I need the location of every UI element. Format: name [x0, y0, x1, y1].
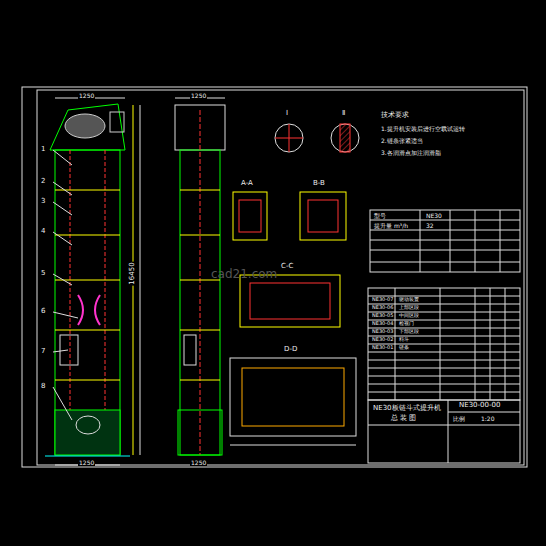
table-rule: [368, 368, 520, 369]
dimension: 1250: [190, 93, 207, 99]
part-code: NE30-04: [371, 321, 394, 326]
part-name: 链条: [398, 345, 410, 350]
part-name: 料斗: [398, 337, 410, 342]
drawing-number: NE30-00-00: [458, 402, 501, 409]
callout-number: 8: [40, 383, 46, 390]
part-code: NE30-06: [371, 305, 394, 310]
table-cell: 32: [425, 223, 435, 229]
section-title: A-A: [240, 180, 254, 187]
title-text: 总 装 图: [390, 415, 417, 422]
title-cell: 比例: [452, 416, 466, 422]
callout-number: 1: [40, 146, 46, 153]
dimension: 1250: [78, 460, 95, 466]
part-name: 上部区段: [398, 305, 420, 310]
callout-number: 2: [40, 178, 46, 185]
table-rule: [368, 352, 520, 353]
part-code: NE30-01: [371, 345, 394, 350]
detail-label: Ⅰ: [285, 110, 289, 117]
part-name: 检视门: [398, 321, 415, 326]
callout-number: 5: [40, 270, 46, 277]
note: 2.链条张紧适当: [380, 138, 424, 144]
callout-number: 4: [40, 228, 46, 235]
table-cell: NE30: [425, 213, 443, 219]
watermark: cad21.com: [210, 268, 278, 280]
part-code: NE30-03: [371, 329, 394, 334]
title-cell: 1:20: [480, 416, 495, 422]
section-title: C-C: [280, 263, 294, 270]
section-title: D-D: [283, 346, 298, 353]
note: 3.各润滑点加注润滑脂: [380, 150, 442, 156]
part-name: 下部区段: [398, 329, 420, 334]
callout-number: 7: [40, 348, 46, 355]
callout-number: 3: [40, 198, 46, 205]
dimension: 1250: [190, 460, 207, 466]
table-cell: 型号: [373, 213, 387, 219]
table-rule: [368, 392, 520, 393]
dimension: 1250: [78, 93, 95, 99]
note: 1.提升机安装后进行空载试运转: [380, 126, 466, 132]
title-text: NE30板链斗式提升机: [372, 405, 442, 412]
table-rule: [368, 376, 520, 377]
callout-number: 6: [40, 308, 46, 315]
note-heading: 技术要求: [380, 112, 410, 119]
table-rule: [368, 384, 520, 385]
part-code: NE30-07: [371, 297, 394, 302]
section-title: B-B: [312, 180, 326, 187]
table-cell: 提升量 m³/h: [373, 223, 409, 229]
dimension: 16450: [129, 261, 136, 285]
part-code: NE30-02: [371, 337, 394, 342]
part-name: 中间区段: [398, 313, 420, 318]
detail-label: Ⅱ: [341, 110, 346, 117]
part-code: NE30-05: [371, 313, 394, 318]
part-name: 驱动装置: [398, 297, 420, 302]
table-rule: [368, 360, 520, 361]
